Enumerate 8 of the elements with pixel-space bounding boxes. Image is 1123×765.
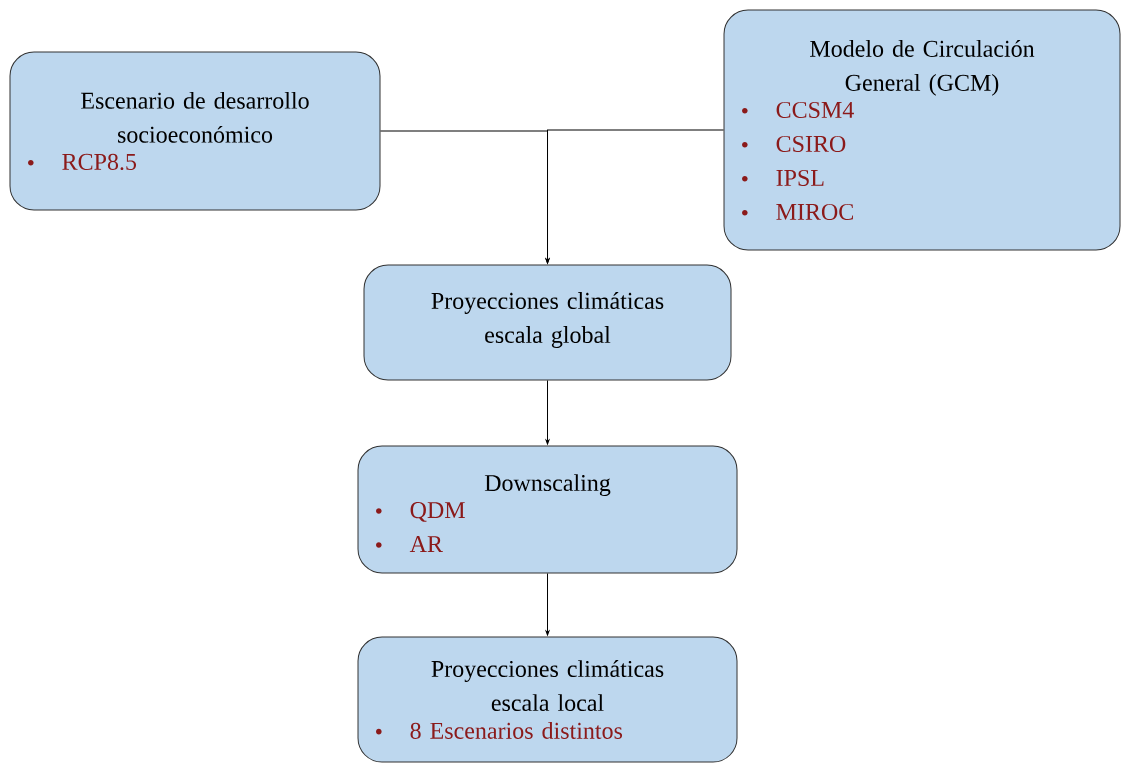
process-box: Downscaling QDM AR <box>357 445 738 574</box>
arrow <box>545 380 550 445</box>
process-box: Proyecciones climáticas escala local 8 Escenarios distintos <box>357 636 738 763</box>
arrow <box>545 129 724 264</box>
process-box: Escenario de desarrollo socioeconómico RCP8.5 <box>9 51 381 211</box>
process-box: Modelo de Circulación General (GCM) CCSM4 CSIRO IPSL MIROC <box>723 9 1121 251</box>
arrow <box>545 573 550 636</box>
process-box: Proyecciones climáticas escala global <box>363 264 732 381</box>
